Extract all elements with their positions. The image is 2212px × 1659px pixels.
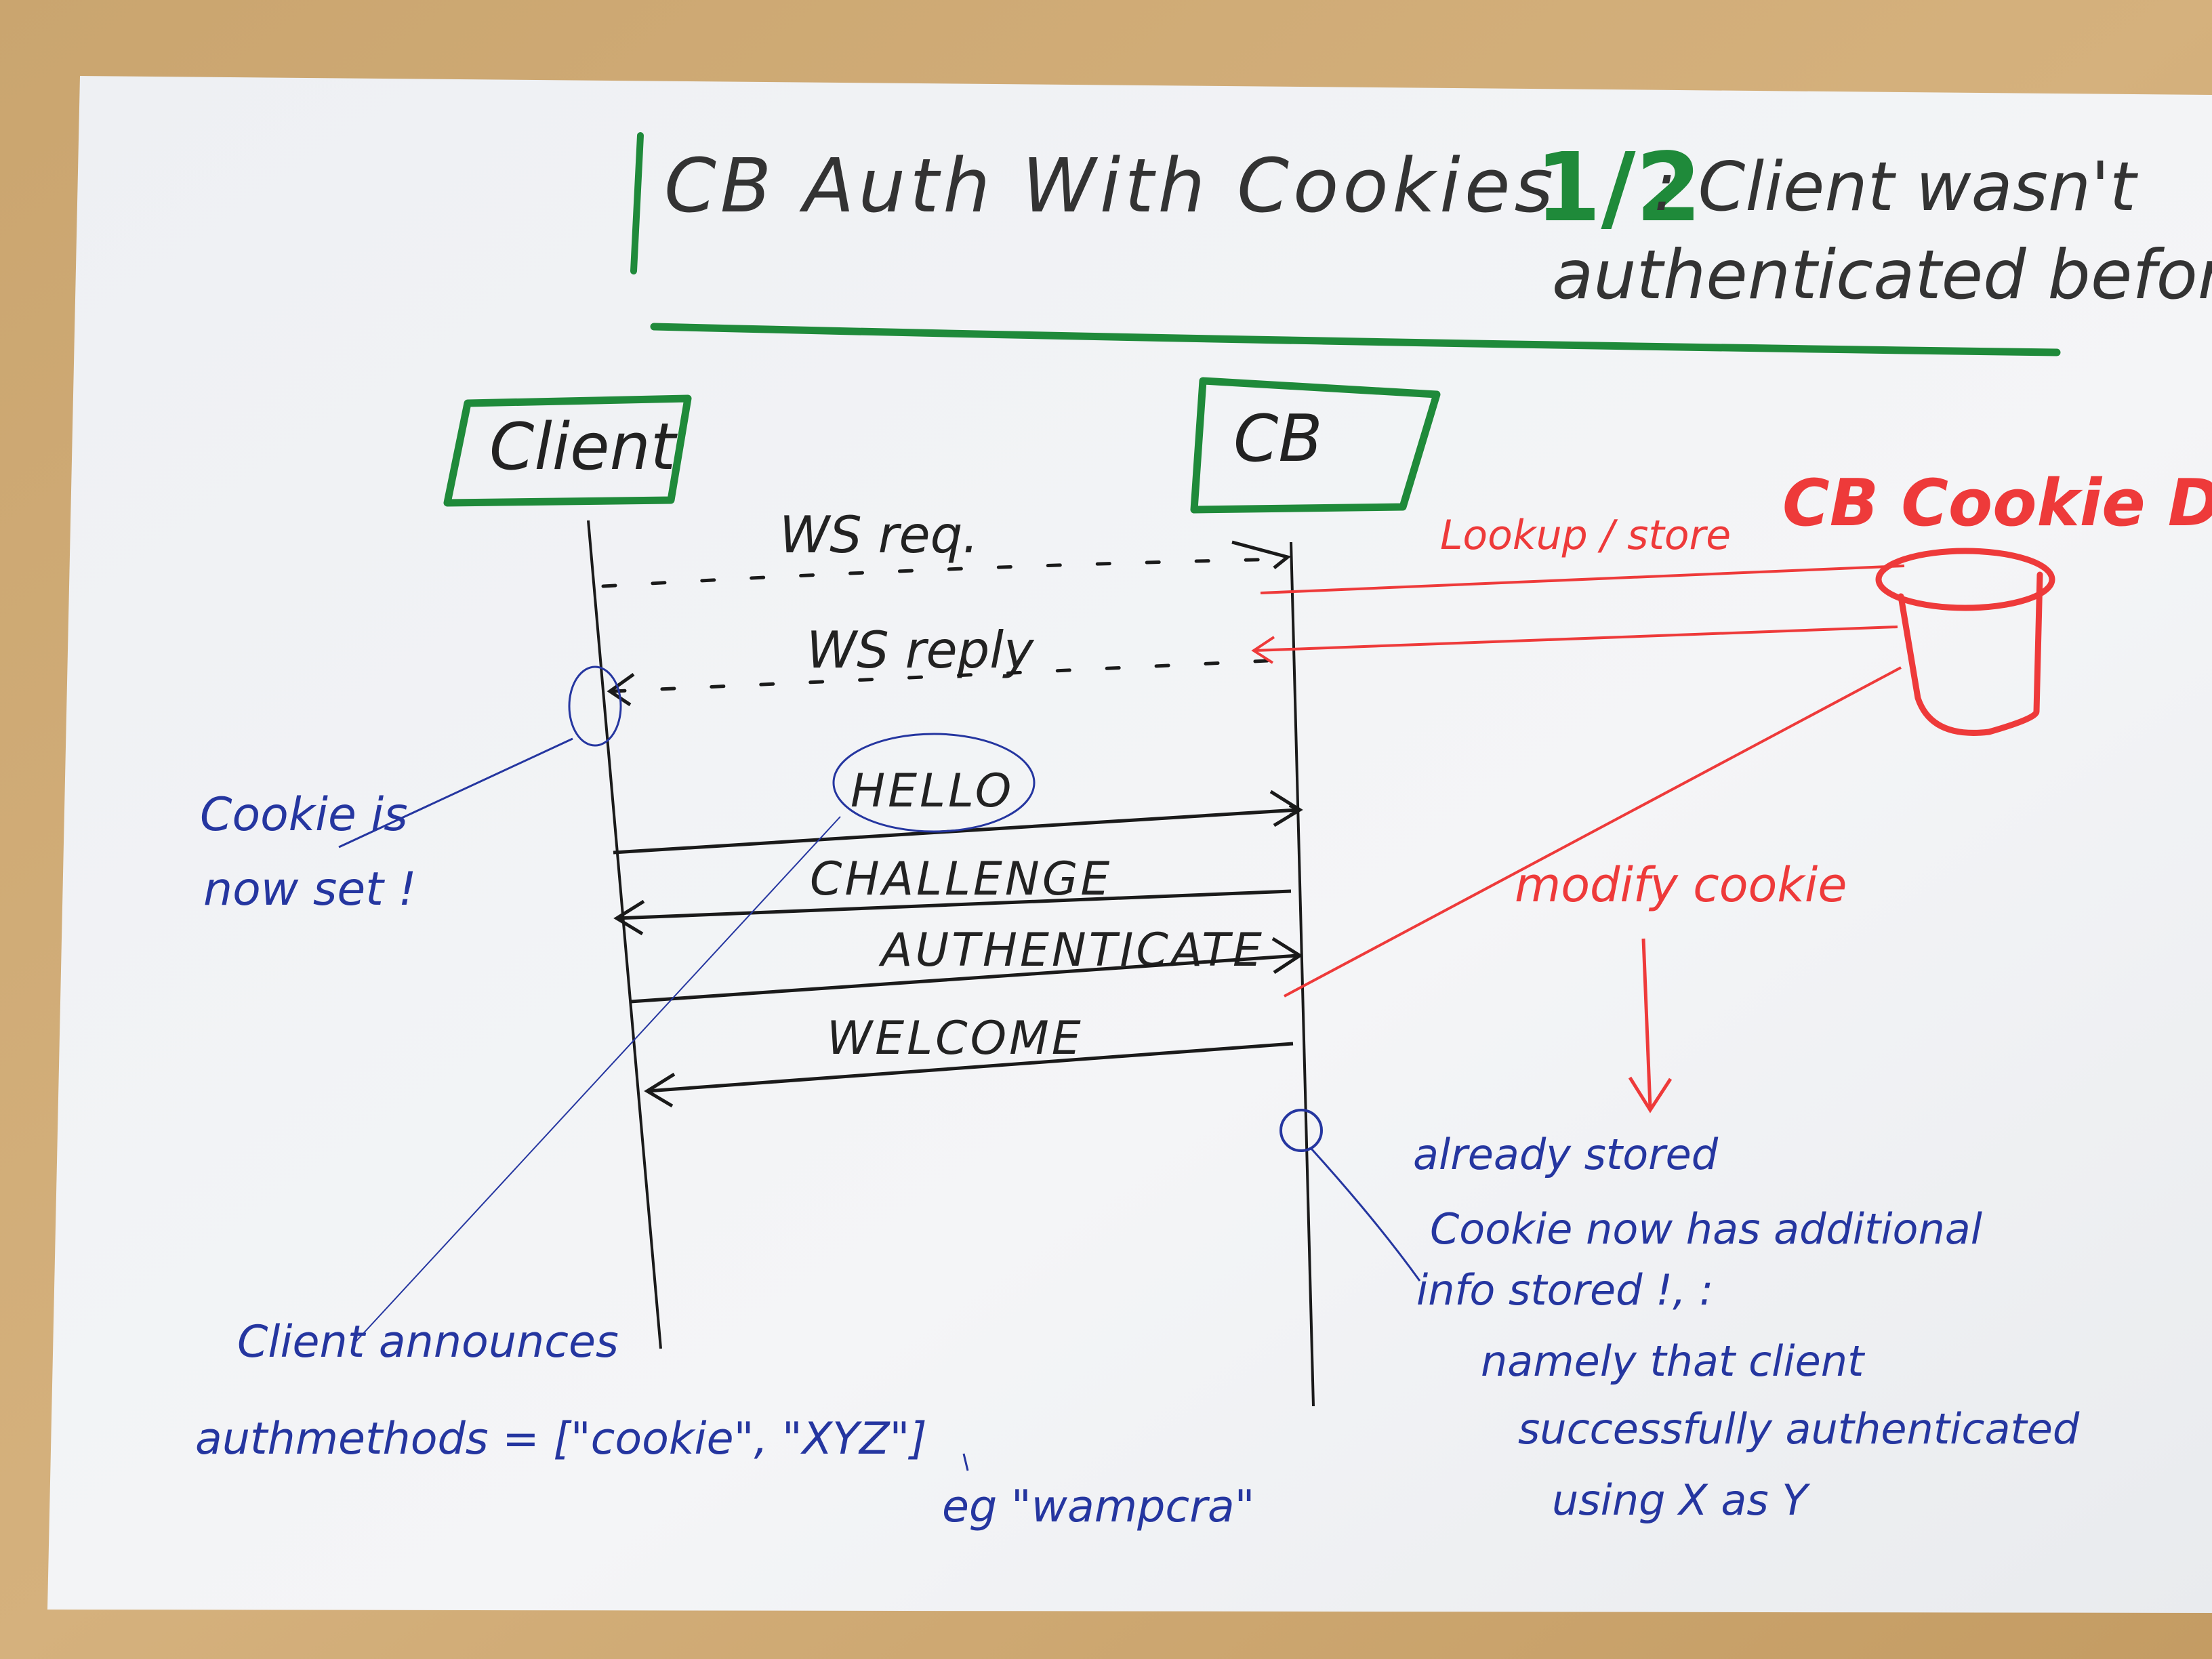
- stored-note-line3: info stored !, :: [1416, 1265, 1713, 1315]
- client-actor-box: [443, 394, 692, 507]
- db-label: CB Cookie DB: [1782, 466, 2212, 541]
- message-hello-label: HELLO: [851, 764, 1014, 818]
- db-lookup-arrow: [1260, 565, 1905, 594]
- message-hello-arrowhead: [1269, 790, 1303, 827]
- cookie-set-note-line2: now set !: [203, 863, 417, 916]
- modify-cookie-down-arrowhead: [1628, 1076, 1673, 1113]
- hello-pointer: [352, 816, 841, 1346]
- welcome-pointer: [1310, 1147, 1421, 1282]
- stored-note-line4: namely that client: [1481, 1336, 1866, 1386]
- message-ws-reply-arrowhead: [607, 672, 635, 707]
- db-cylinder-top: [1875, 548, 2055, 611]
- welcome-marker: [1279, 1109, 1323, 1152]
- db-modify-cookie-label: modify cookie: [1515, 857, 1847, 913]
- db-lookup-store-label: Lookup / store: [1440, 512, 1731, 559]
- message-authenticate-label: AUTHENTICATE: [878, 924, 1265, 977]
- db-store-arrow: [1253, 626, 1898, 652]
- announce-note-line2: authmethods = ["cookie", "XYZ"]: [195, 1414, 927, 1465]
- db-modify-arrow: [1284, 666, 1902, 998]
- diagram-title: CB Auth With Cookies: [664, 142, 1557, 229]
- cb-actor-label: CB: [1233, 402, 1323, 476]
- title-subtitle-line2: authenticated before: [1552, 235, 2212, 314]
- stored-note-line2: Cookie now has additional: [1430, 1204, 1982, 1254]
- stored-note-line5: successfully authenticated: [1518, 1404, 2080, 1454]
- message-challenge-arrowhead: [613, 899, 645, 936]
- db-cylinder-body: [1898, 571, 2043, 736]
- hello-marker: [832, 733, 1036, 833]
- message-ws-req-label: WS req.: [779, 505, 979, 565]
- message-ws-req-arrow: [601, 557, 1290, 588]
- title-underline: [650, 323, 2061, 356]
- stored-note-line6: using X as Y: [1552, 1475, 1810, 1525]
- message-authenticate-arrowhead: [1271, 937, 1303, 975]
- client-lifeline: [587, 520, 662, 1349]
- client-actor-label: Client: [489, 410, 678, 485]
- cb-actor-box: [1190, 377, 1441, 514]
- cookie-set-marker: [568, 665, 622, 747]
- message-welcome-label: WELCOME: [827, 1012, 1084, 1065]
- message-challenge-arrow: [616, 889, 1292, 920]
- announce-note-line3: eg "wampcra": [942, 1481, 1255, 1532]
- announce-example-tick: [962, 1453, 969, 1471]
- modify-cookie-down-arrow: [1641, 938, 1652, 1109]
- message-welcome-arrowhead: [644, 1072, 676, 1108]
- message-authenticate-arrow: [630, 954, 1298, 1004]
- message-ws-reply-arrow: [611, 659, 1269, 693]
- title-left-bar: [630, 132, 644, 274]
- message-ws-reply-label: WS reply: [806, 620, 1035, 680]
- cookie-set-pointer: [338, 737, 573, 848]
- cb-lifeline: [1290, 541, 1315, 1407]
- title-part-number: 1/2: [1535, 133, 1702, 243]
- message-welcome-arrow: [647, 1042, 1294, 1093]
- announce-note-line1: Client announces: [237, 1317, 619, 1368]
- message-ws-req-arrowhead: [1231, 540, 1292, 569]
- db-store-arrowhead: [1251, 636, 1275, 664]
- message-challenge-label: CHALLENGE: [810, 853, 1112, 906]
- stored-note-line1: already stored: [1413, 1130, 1719, 1179]
- title-subtitle-line1: : Client wasn't: [1654, 147, 2139, 226]
- paper-sheet: [47, 76, 2212, 1613]
- cookie-set-note-line1: Cookie is: [200, 788, 408, 842]
